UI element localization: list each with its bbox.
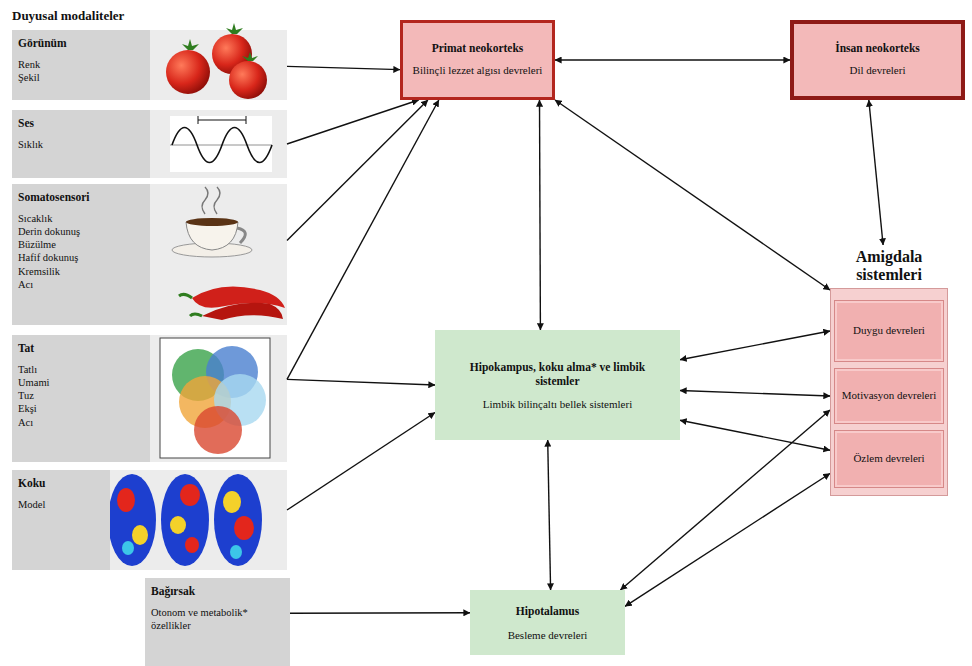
modality-panel: SesSıklık [12, 110, 287, 178]
connector-arrow [287, 100, 419, 144]
node-text: Tuz [18, 389, 34, 402]
node-text: Tatlı [18, 363, 37, 376]
node-text: Acı [18, 278, 33, 291]
node-heading: Ses [18, 117, 34, 129]
limbic-box: HipotalamusBesleme devreleri [470, 590, 625, 655]
node-text: Model [18, 498, 45, 511]
connector-arrow [555, 100, 830, 290]
connector-arrow [625, 474, 830, 607]
modality-panel: SomatosensoriSıcaklıkDerin dokunuşBüzülm… [12, 184, 287, 325]
node-text: Besleme devreleri [508, 629, 588, 641]
connector-arrow [287, 379, 435, 385]
connector-arrow [287, 100, 439, 379]
node-text: Duygu devreleri [853, 324, 925, 338]
node-heading: Hipotalamus [516, 604, 579, 618]
node-heading: Görünüm [18, 37, 67, 49]
connector-arrow [548, 440, 551, 590]
node-text: Motivasyon devreleri [842, 389, 936, 403]
node-text: Umami [18, 376, 50, 389]
cortex-box: Primat neokorteksBilinçli lezzet algısı … [400, 20, 555, 100]
diagram-title: Duyusal modaliteler [12, 8, 124, 24]
node-text: Derin dokunuş [18, 225, 80, 238]
connector-arrow [680, 331, 830, 360]
connector-arrow [869, 100, 883, 245]
node-text: Bilinçli lezzet algısı devreleri [413, 64, 543, 78]
node-heading: Primat neokorteks [432, 42, 524, 54]
node-heading: Somatosensori [18, 191, 90, 203]
modality-panel: GörünümRenkŞekil [12, 30, 287, 100]
circuit-box: Özlem devreleri [834, 430, 944, 488]
connector-arrow [555, 59, 790, 60]
node-text: Özlem devreleri [853, 452, 924, 466]
node-heading: Amigdala sistemleri [830, 248, 948, 283]
connector-arrow [539, 100, 541, 330]
node-text: Otonom ve metabolik* özellikler [151, 606, 284, 632]
connector-arrow [287, 413, 435, 511]
node-text: Acı [18, 416, 33, 429]
node-heading: Tat [18, 342, 34, 354]
amygdala-group: Amigdala sistemleriDuygu devreleriMotiva… [830, 248, 948, 496]
node-text: Şekil [18, 71, 40, 84]
node-text: Sıklık [18, 138, 43, 151]
node-heading: Koku [18, 477, 46, 489]
connector-arrow [680, 420, 830, 450]
circuit-box: Motivasyon devreleri [834, 368, 944, 424]
node-text: Dil devreleri [850, 64, 906, 78]
node-text: Renk [18, 58, 40, 71]
circuit-box: Duygu devreleri [834, 300, 944, 362]
modality-panel: KokuModel [12, 470, 287, 570]
node-heading: İnsan neokorteks [835, 42, 920, 54]
node-text: Kremsilik [18, 265, 60, 278]
node-text: Hafif dokunuş [18, 251, 78, 264]
node-text: Sıcaklık [18, 212, 52, 225]
node-text: Ekşi [18, 402, 37, 415]
modality-panel: BağırsakOtonom ve metabolik* özellikler [145, 578, 290, 666]
node-text: Limbik bilinçaltı bellek sistemleri [483, 398, 632, 410]
node-heading: Hipokampus, koku alma* ve limbik sisteml… [451, 360, 664, 389]
connector-arrow [290, 612, 470, 614]
connector-arrow [287, 100, 428, 240]
node-heading: Bağırsak [151, 585, 195, 597]
modality-panel: TatTatlıUmamiTuzEkşiAcı [12, 335, 287, 462]
limbic-box: Hipokampus, koku alma* ve limbik sisteml… [435, 330, 680, 440]
cortex-box: İnsan neokorteksDil devreleri [790, 20, 965, 100]
node-text: Büzülme [18, 238, 56, 251]
connector-arrow [680, 391, 830, 397]
connector-arrow [287, 66, 400, 69]
